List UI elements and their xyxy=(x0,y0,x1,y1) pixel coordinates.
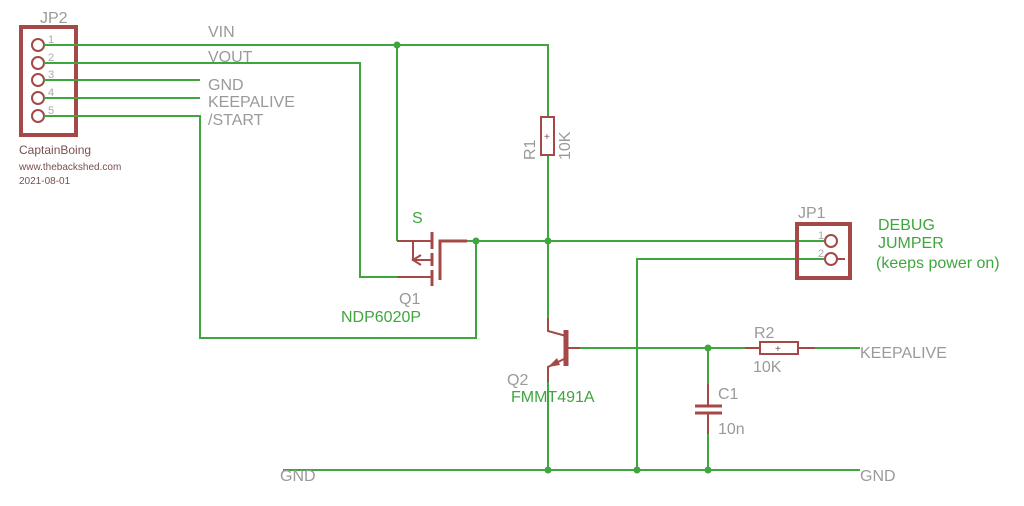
net-label-gnd-left: GND xyxy=(280,468,316,485)
jp2-pin-4 xyxy=(31,91,45,105)
resistor-r1: + R1 10K xyxy=(522,116,574,160)
svg-text:+: + xyxy=(544,132,550,143)
net-label-gnd-right: GND xyxy=(860,468,896,485)
c1-label: C1 xyxy=(718,386,739,403)
net-label-vin: VIN xyxy=(208,24,235,41)
q1-pin-s: S xyxy=(412,210,423,227)
r1-label: R1 xyxy=(522,139,539,160)
jp2-pin-num: 4 xyxy=(48,87,54,99)
net-label-start: /START xyxy=(208,112,264,129)
jp1-note-2: JUMPER xyxy=(878,235,944,252)
transistor-q2: Q2 FMMT491A xyxy=(507,318,595,406)
jp2-pin-3 xyxy=(31,73,45,87)
mosfet-q1: S Q1 NDP6020P xyxy=(341,210,467,326)
wires xyxy=(44,41,860,474)
jp2-label: JP2 xyxy=(40,10,68,27)
net-label-gnd: GND xyxy=(208,77,244,94)
q1-label: Q1 xyxy=(399,291,420,308)
jp1-note-3: (keeps power on) xyxy=(876,255,1000,272)
jp2-pin-num: 3 xyxy=(48,69,54,81)
jp1-pin-num: 1 xyxy=(818,230,824,242)
r1-value: 10K xyxy=(557,131,574,160)
jp2-pin-5 xyxy=(31,109,45,123)
jp1-label: JP1 xyxy=(798,205,826,222)
site-text: www.thebackshed.com xyxy=(18,162,121,173)
q2-value: FMMT491A xyxy=(511,389,595,406)
r2-label: R2 xyxy=(754,325,775,342)
jp2-pin-1 xyxy=(31,38,45,52)
net-label-vout: VOUT xyxy=(208,49,253,66)
resistor-r2: + R2 10K xyxy=(745,325,815,376)
r2-value: 10K xyxy=(753,359,782,376)
jp2-pin-2 xyxy=(31,56,45,70)
net-label-keepalive-right: KEEPALIVE xyxy=(860,345,947,362)
author-text: CaptainBoing xyxy=(19,143,91,157)
jp1-pin-num: 2 xyxy=(818,248,824,260)
c1-value: 10n xyxy=(718,421,745,438)
q2-label: Q2 xyxy=(507,372,528,389)
net-label-keepalive: KEEPALIVE xyxy=(208,94,295,111)
capacitor-c1: C1 10n xyxy=(695,384,745,438)
jp2-pin-num: 2 xyxy=(48,52,54,64)
jp2-pin-num: 5 xyxy=(48,105,54,117)
svg-text:+: + xyxy=(775,344,781,355)
jp1-note-1: DEBUG xyxy=(878,217,935,234)
jp1-connector: JP1 1 2 DEBUG JUMPER (keeps power on) xyxy=(795,205,1000,280)
q1-value: NDP6020P xyxy=(341,309,421,326)
jp2-pin-num: 1 xyxy=(48,34,54,46)
date-text: 2021-08-01 xyxy=(19,176,71,187)
